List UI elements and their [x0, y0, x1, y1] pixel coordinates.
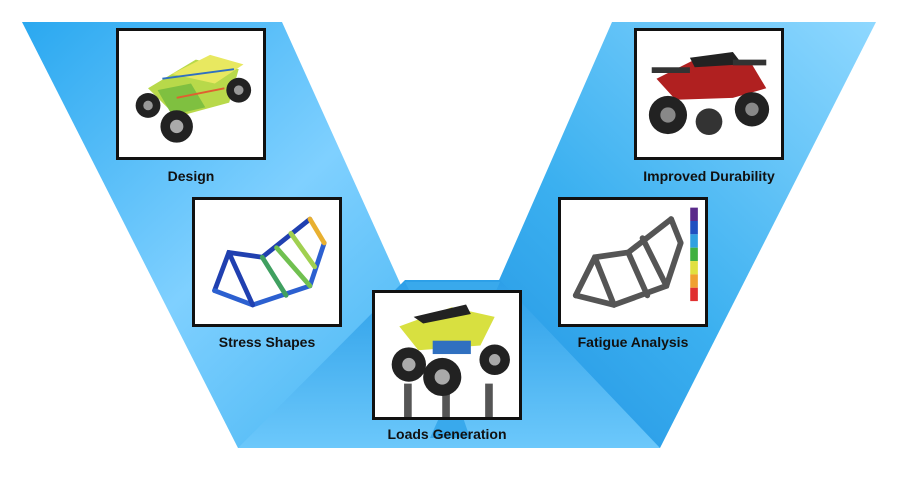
frame-fatigue-contour-icon: [561, 200, 705, 324]
label-design: Design: [167, 168, 215, 184]
frame-stress-shapes-icon: [195, 200, 339, 324]
improved-durability-image: [634, 28, 784, 160]
loads-generation-image: [372, 290, 522, 420]
red-atv-photo-icon: [637, 31, 781, 157]
label-loads-generation: Loads Generation: [387, 426, 507, 442]
design-image: [116, 28, 266, 160]
label-fatigue-analysis: Fatigue Analysis: [577, 334, 689, 350]
label-stress-shapes: Stress Shapes: [218, 334, 316, 350]
label-improved-durability: Improved Durability: [643, 168, 775, 184]
atv-test-rig-icon: [375, 293, 519, 417]
fatigue-analysis-image: [558, 197, 708, 327]
stress-shapes-image: [192, 197, 342, 327]
atv-cad-model-icon: [119, 31, 263, 157]
